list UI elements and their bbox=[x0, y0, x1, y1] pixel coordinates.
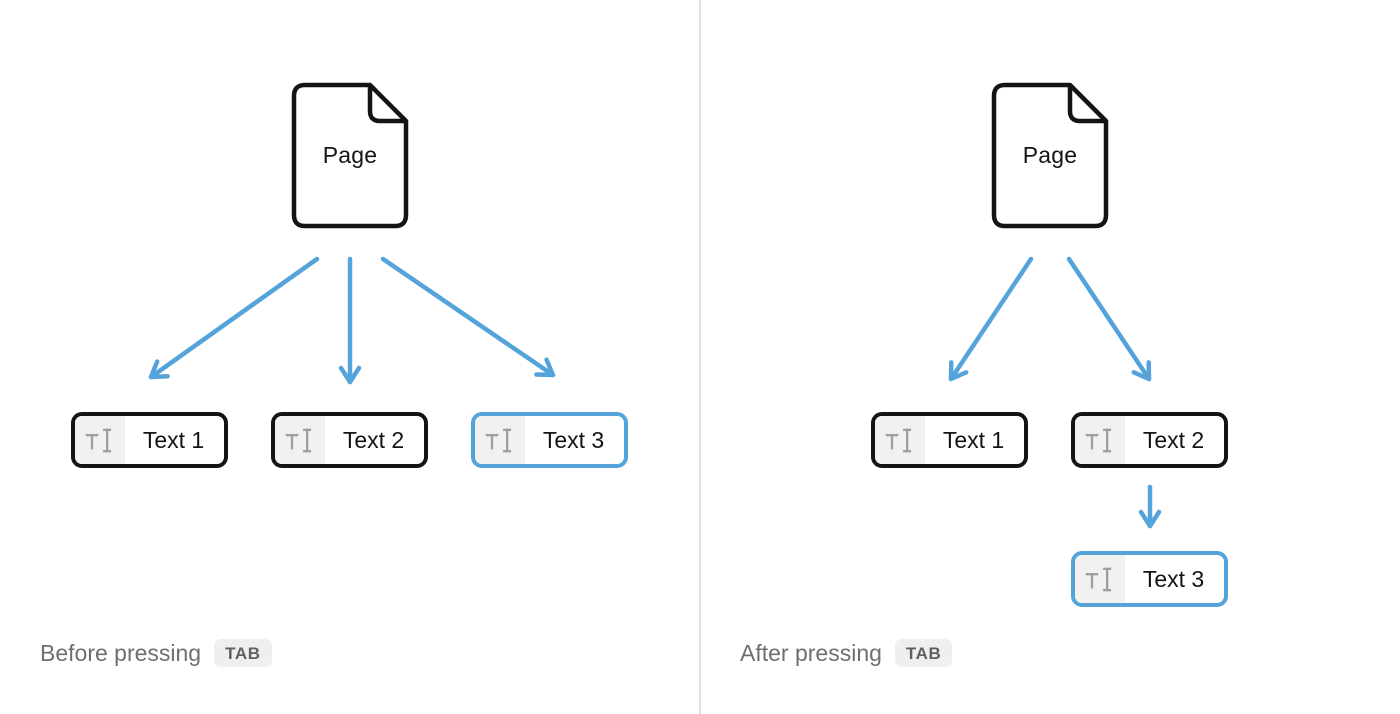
caption-text: Before pressing bbox=[40, 639, 202, 666]
text-cursor-icon bbox=[475, 416, 525, 464]
block-label: Text 2 bbox=[1142, 426, 1205, 453]
text-block-3-before: Text 3 bbox=[471, 412, 628, 468]
text-cursor-icon bbox=[275, 416, 325, 464]
panel-divider bbox=[699, 0, 701, 714]
tab-key-badge: TAB bbox=[214, 639, 272, 667]
page-label: Page bbox=[1022, 142, 1078, 168]
caption-text: After pressing bbox=[740, 639, 882, 666]
tab-key-badge: TAB bbox=[894, 639, 953, 667]
arrow-page-to-text3-before bbox=[380, 256, 556, 378]
block-label: Text 1 bbox=[942, 426, 1005, 453]
page-label: Page bbox=[322, 142, 378, 168]
arrow-page-to-text1-after bbox=[948, 256, 1034, 382]
block-label: Text 3 bbox=[542, 426, 605, 453]
text-cursor-icon bbox=[875, 416, 925, 464]
text-block-3-after: Text 3 bbox=[1071, 551, 1228, 607]
block-label: Text 3 bbox=[1142, 565, 1205, 592]
caption-before: Before pressing TAB bbox=[40, 639, 272, 667]
text-block-2-after: Text 2 bbox=[1071, 412, 1228, 468]
document-icon bbox=[291, 82, 409, 229]
arrow-page-to-text1-before bbox=[148, 256, 320, 380]
text-cursor-icon bbox=[1075, 555, 1125, 603]
page-node: Page bbox=[991, 82, 1109, 229]
text-cursor-icon bbox=[75, 416, 125, 464]
text-block-2-before: Text 2 bbox=[271, 412, 428, 468]
document-icon bbox=[991, 82, 1109, 229]
text-block-1-after: Text 1 bbox=[871, 412, 1028, 468]
arrow-page-to-text2-after bbox=[1066, 256, 1152, 382]
block-label: Text 2 bbox=[342, 426, 405, 453]
text-cursor-icon bbox=[1075, 416, 1125, 464]
block-label: Text 1 bbox=[142, 426, 205, 453]
caption-after: After pressing TAB bbox=[740, 639, 953, 667]
page-node: Page bbox=[291, 82, 409, 229]
text-block-1-before: Text 1 bbox=[71, 412, 228, 468]
